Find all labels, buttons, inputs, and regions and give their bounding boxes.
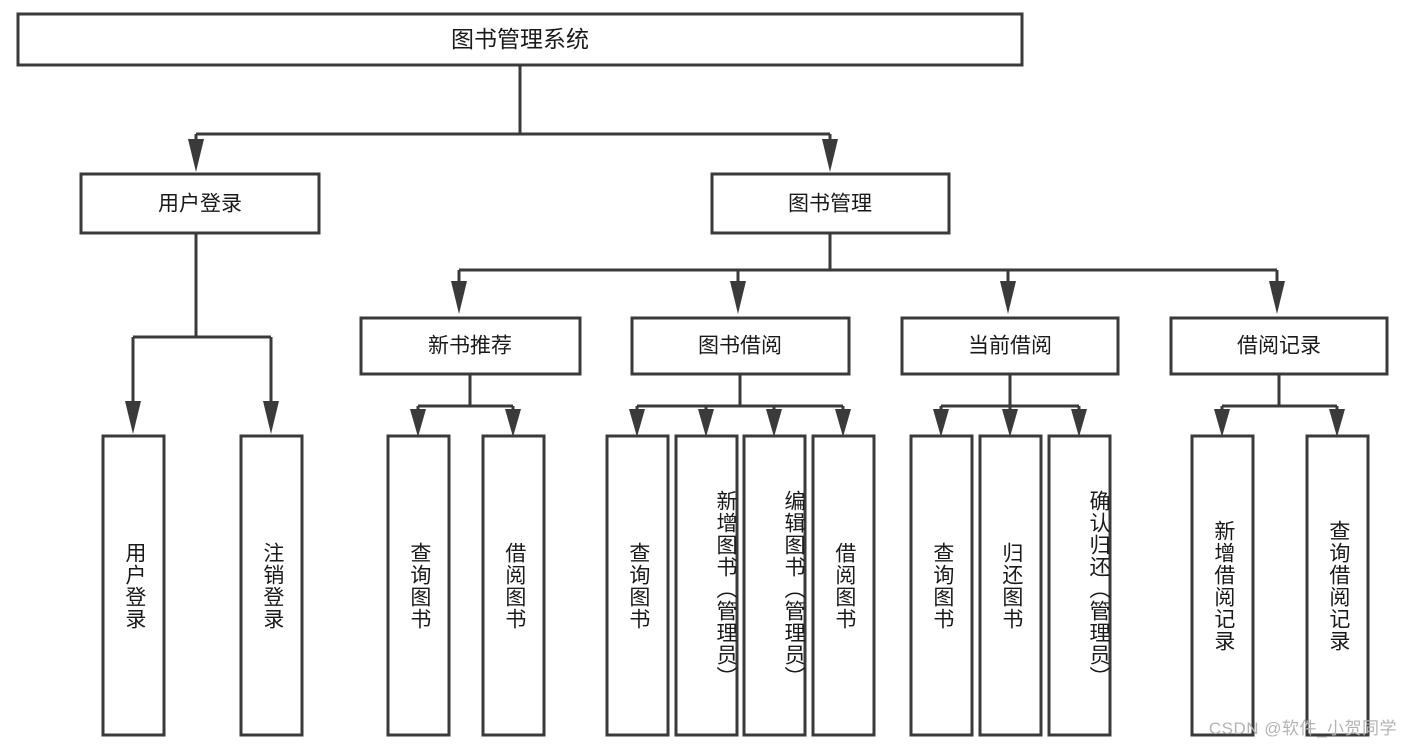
arrow-to-leaf-query-record <box>1329 409 1345 437</box>
node-user-login-label: 用户登录 <box>158 193 242 216</box>
arrow-to-leaf-borrow-book-b <box>835 409 851 437</box>
arrow-to-book-manage <box>822 139 838 172</box>
node-root[interactable]: 图书管理系统 <box>16 12 1024 67</box>
node-borrow-record[interactable]: 借阅记录 <box>1169 316 1389 376</box>
node-book-borrow[interactable]: 图书借阅 <box>630 316 851 376</box>
leaf-box-add-book[interactable] <box>674 434 739 737</box>
leaf-box-return-book[interactable] <box>978 434 1043 737</box>
leaf-box-borrow-book-b[interactable] <box>811 434 876 737</box>
leaf-box-query-record[interactable] <box>1305 434 1370 737</box>
node-new-book-recommend[interactable]: 新书推荐 <box>359 316 582 376</box>
arrow-to-book-borrow <box>730 281 746 314</box>
arrow-to-new-book-recommend <box>451 281 467 314</box>
leaf-box-user-login[interactable] <box>101 434 166 737</box>
arrow-to-leaf-edit-book <box>766 409 782 437</box>
leaf-box-edit-book[interactable] <box>742 434 807 737</box>
arrow-to-leaf-borrow-book-a <box>505 409 521 437</box>
arrow-to-leaf-confirm-return <box>1071 409 1087 437</box>
leaf-box-query-book-a[interactable] <box>386 434 451 737</box>
node-book-borrow-label: 图书借阅 <box>698 335 782 358</box>
arrow-to-user-login <box>188 139 204 172</box>
arrow-to-current-borrow <box>1000 281 1016 314</box>
node-user-login[interactable]: 用户登录 <box>79 172 321 235</box>
arrow-to-leaf-add-book <box>698 409 714 437</box>
node-book-manage-label: 图书管理 <box>788 193 872 216</box>
node-current-borrow[interactable]: 当前借阅 <box>900 316 1120 376</box>
arrow-to-leaf-query-book-b <box>629 409 645 437</box>
node-root-label: 图书管理系统 <box>451 26 589 52</box>
leaf-box-confirm-return[interactable] <box>1047 434 1112 737</box>
leaf-box-query-book-b[interactable] <box>605 434 670 737</box>
arrow-to-leaf-add-record <box>1214 409 1230 437</box>
node-current-borrow-label: 当前借阅 <box>968 335 1052 358</box>
leaf-boxes-layer <box>101 434 1370 737</box>
arrow-to-leaf-return-book <box>1002 409 1018 437</box>
leaf-box-query-book-c[interactable] <box>909 434 974 737</box>
nodes-layer: 图书管理系统 用户登录 图书管理 新书推荐 图书借阅 当前 <box>16 12 1389 737</box>
arrow-to-leaf-user-login <box>125 401 141 434</box>
arrow-to-leaf-logout <box>263 401 279 434</box>
arrow-to-leaf-query-book-c <box>933 409 949 437</box>
node-book-manage[interactable]: 图书管理 <box>710 172 951 235</box>
arrow-to-leaf-query-book-a <box>410 409 426 437</box>
arrow-to-borrow-record <box>1269 281 1285 314</box>
connectors-layer <box>125 65 1345 437</box>
node-borrow-record-label: 借阅记录 <box>1237 335 1321 358</box>
leaf-box-borrow-book-a[interactable] <box>481 434 546 737</box>
leaf-box-add-record[interactable] <box>1190 434 1255 737</box>
watermark-text: CSDN @软件_小贺同学 <box>1208 719 1397 738</box>
leaf-box-logout[interactable] <box>239 434 304 737</box>
node-new-book-recommend-label: 新书推荐 <box>428 335 512 358</box>
